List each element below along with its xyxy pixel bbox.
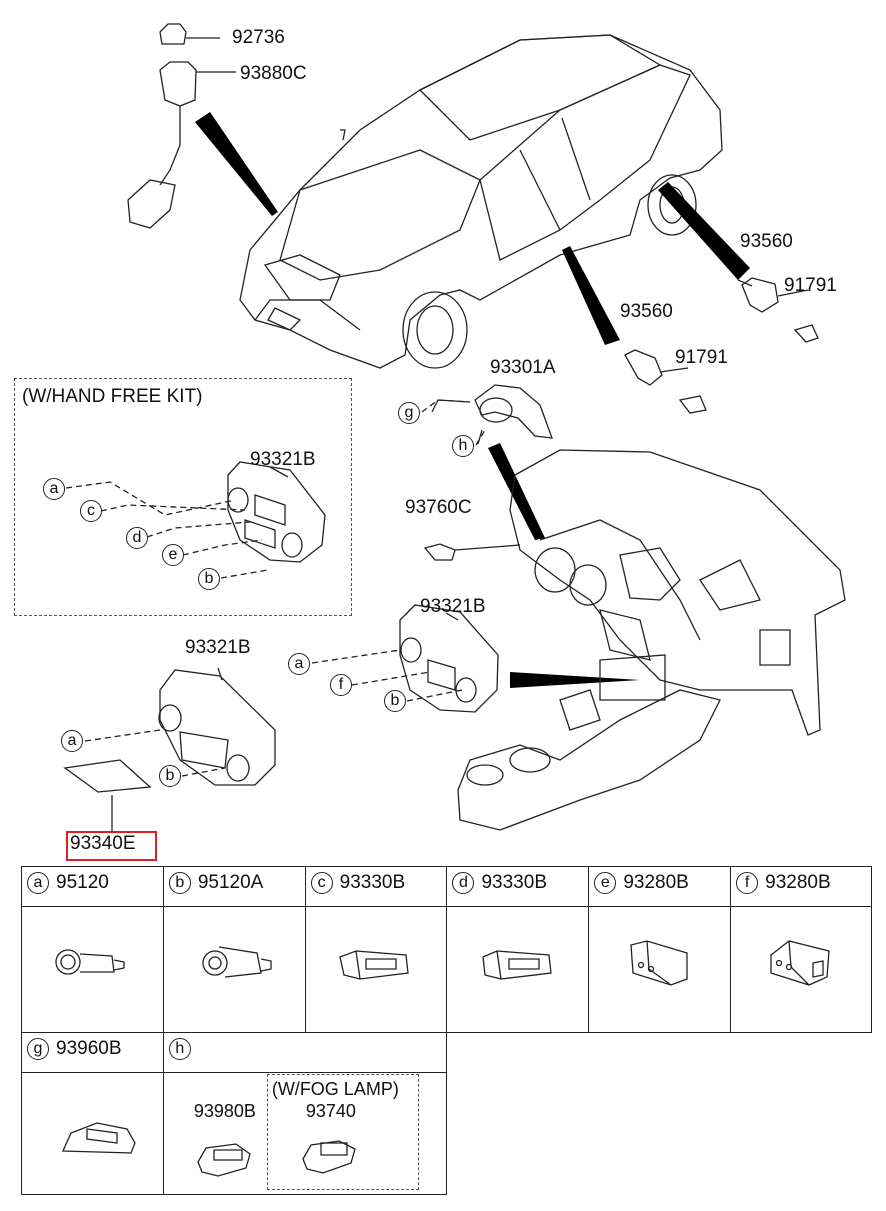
dimmer-switch-icon (62, 1122, 136, 1154)
kit-switch-panel (227, 461, 326, 563)
callout-g: g (398, 402, 420, 424)
legend-letter-d: d (452, 872, 475, 894)
legend-letter-a: a (27, 872, 49, 894)
rocker-switch-icon (338, 950, 409, 980)
fog-switch-icon (302, 1140, 356, 1174)
hand-free-kit-label: (W/HAND FREE KIT) (22, 386, 203, 407)
legend-part-a: 95120 (56, 872, 109, 894)
part-number-93301a: 93301A (490, 357, 556, 378)
socket-switch-icon (202, 946, 272, 978)
part-number-93560-top: 93560 (740, 231, 793, 252)
legend-cell-e: e 93280B (588, 866, 732, 1033)
callout-c-kit: c (80, 500, 102, 522)
legend-part-93740: 93740 (305, 1101, 356, 1121)
highlight-box-93340e[interactable] (66, 831, 157, 861)
kit-leader-lines (65, 481, 269, 579)
legend-letter-h: h (168, 1038, 191, 1060)
callout-b-center: b (384, 690, 406, 712)
fog-lamp-label: (W/FOG LAMP) (271, 1079, 399, 1099)
part-number-93321b-kit: 93321B (250, 449, 316, 470)
legend-letter-f: f (736, 872, 759, 894)
bulb-93760c (423, 543, 521, 561)
legend-letter-g: g (27, 1038, 49, 1060)
part-number-93880c: 93880C (240, 63, 307, 84)
legend-letter-e: e (594, 872, 617, 894)
legend-cell-h: h 93980B (W/FOG LAMP) 93740 (162, 1032, 448, 1195)
callout-b-kit: b (198, 568, 220, 590)
part-number-91791-mid: 91791 (675, 347, 728, 368)
sensor-brackets (624, 277, 819, 414)
legend-part-f: 93280B (765, 872, 831, 894)
dashboard-illustration (457, 449, 846, 831)
center-leader-lines (311, 649, 463, 702)
legend-part-c: 93330B (339, 872, 406, 894)
legend-cell-a: a 95120 (21, 866, 164, 1033)
legend-letter-c: c (310, 872, 333, 894)
part-number-93340e[interactable]: 93340E (70, 833, 136, 854)
parts-legend-table: a 95120 b 95120A c 93330B d 93330B (21, 866, 872, 1195)
legend-cell-b: b 95120A (162, 866, 306, 1033)
fog-lamp-box (266, 1074, 419, 1190)
bezel-93301a (431, 384, 553, 445)
center-switch-panel (399, 604, 499, 713)
legend-part-g: 93960B (56, 1038, 122, 1060)
rocker-switch-icon (482, 950, 553, 980)
part-number-93321b-left: 93321B (185, 637, 251, 658)
legend-cell-c: c 93330B (304, 866, 448, 1033)
knob-switch-icon (55, 949, 125, 975)
legend-cell-f: f 93280B (730, 866, 872, 1033)
legend-part-e: 93280B (623, 872, 689, 894)
legend-letter-b: b (168, 872, 191, 894)
legend-cell-g: g 93960B (21, 1032, 164, 1195)
callout-d-kit: d (126, 527, 148, 549)
left-switch-panel (63, 667, 276, 832)
part-number-93760c: 93760C (405, 497, 472, 518)
callout-h: h (452, 435, 474, 457)
part-number-91791-top: 91791 (784, 275, 837, 296)
legend-part-d: 93330B (481, 872, 547, 894)
part-number-93321b-center: 93321B (420, 596, 486, 617)
part-number-93560-mid: 93560 (620, 301, 673, 322)
push-switch-icon (630, 940, 688, 986)
callout-a-kit: a (43, 478, 65, 500)
legend-part-b: 95120A (197, 872, 264, 894)
callout-f-center: f (330, 674, 352, 696)
legend-cell-d: d 93330B (446, 866, 590, 1033)
hand-free-kit-box (14, 378, 352, 616)
callout-a-left: a (61, 730, 83, 752)
left-leader-lines (84, 729, 226, 777)
part-number-92736: 92736 (232, 27, 285, 48)
legend-part-93980b: 93980B (193, 1101, 256, 1121)
callout-e-kit: e (162, 544, 184, 566)
callout-a-center: a (288, 653, 310, 675)
antenna-assembly (127, 23, 236, 229)
pointer-arrows (195, 112, 750, 688)
callout-b-left: b (159, 765, 181, 787)
fog-switch-icon (197, 1143, 251, 1177)
push-switch-icon (770, 940, 830, 986)
